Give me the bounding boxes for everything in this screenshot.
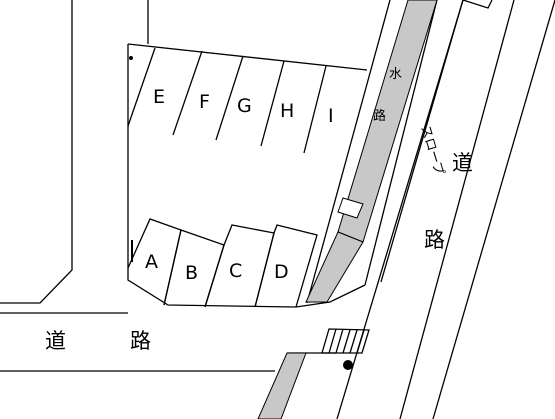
waterway-crossing (337, 197, 364, 219)
waterway-lower (305, 231, 364, 303)
upper-row-top (127, 43, 368, 71)
left-road-edge (0, 0, 73, 304)
post-marker (131, 240, 133, 262)
road-label-right-1: 道 (452, 151, 473, 175)
slot-label-g: G (237, 95, 252, 117)
right-road-edge (432, 0, 555, 419)
waterway-edge (364, 0, 438, 286)
upper-divider (303, 65, 327, 154)
slot-label-b: B (185, 262, 198, 284)
slot-label-i: I (328, 105, 334, 127)
lot-boundary (127, 44, 366, 308)
drain-strip (257, 352, 307, 419)
slot-label-d: D (274, 261, 289, 283)
upper-divider (260, 60, 285, 147)
waterway-edge (306, 0, 391, 304)
marker-dot-small (129, 56, 133, 60)
slope-label: スロープ (417, 124, 446, 177)
slot-label-f: F (199, 91, 210, 113)
slot-label-e: E (153, 86, 165, 108)
drain-grating (321, 328, 370, 354)
road-label-bottom-1: 道 (45, 329, 66, 353)
slot-label-c: C (229, 260, 242, 282)
slope-end (462, 0, 493, 9)
waterway-label-1: 水 (389, 67, 402, 82)
road-label-right-2: 路 (424, 228, 445, 252)
waterway-label-2: 路 (373, 108, 386, 124)
marker-dot (343, 360, 353, 370)
right-road-edge (399, 0, 515, 419)
upper-divider (127, 47, 156, 127)
slot-label-h: H (280, 100, 294, 122)
slot-outline-d (254, 224, 318, 308)
slot-label-a: A (145, 251, 158, 273)
road-label-bottom-2: 路 (130, 329, 151, 353)
upper-divider (215, 55, 244, 141)
upper-divider (172, 50, 203, 136)
